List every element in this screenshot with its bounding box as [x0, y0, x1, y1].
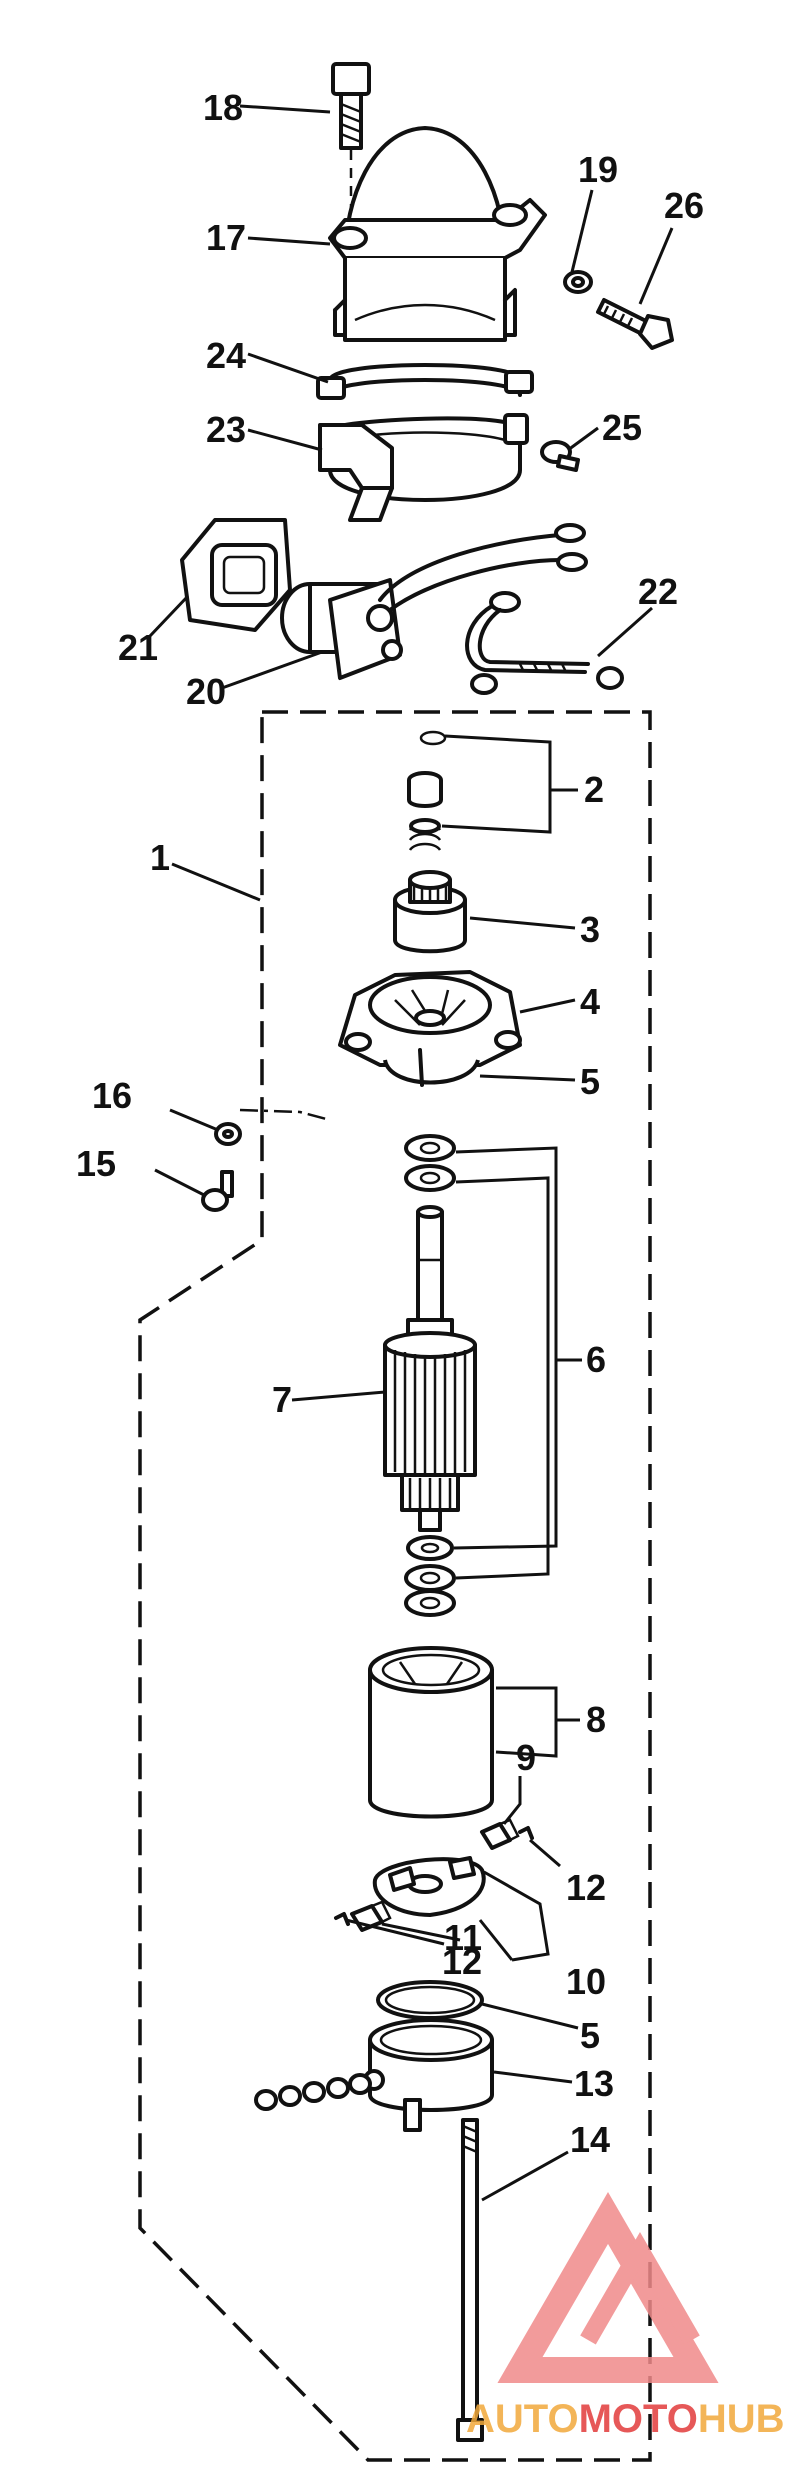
callout-6: 6	[586, 1339, 606, 1380]
callout-18: 18	[203, 87, 243, 128]
part-26-screw	[596, 298, 674, 350]
callout-3: 3	[580, 909, 600, 950]
watermark-text: AUTOMOTOHUB	[466, 2397, 785, 2441]
automotohub-logo-mark	[497, 2192, 719, 2383]
callout-10: 10	[566, 1961, 606, 2002]
part-5-gasket-lower	[376, 1980, 484, 2020]
callout-24: 24	[206, 335, 246, 376]
part-7-armature	[383, 1205, 477, 1532]
callout-15: 15	[76, 1143, 116, 1184]
callout-labels: 18 17 19 26 24 23 25 22 21 20 1 2 3 4 5 …	[76, 87, 704, 2160]
callout-20: 20	[186, 671, 226, 712]
part-6-washers-upper	[404, 1134, 456, 1192]
part-17-cover	[328, 126, 547, 342]
part-4-drive-housing	[338, 970, 522, 1067]
part-12-clip-upper	[518, 1826, 534, 1840]
part-21-boot	[180, 518, 292, 632]
watermark-hub: HUB	[698, 2397, 785, 2441]
callout-23: 23	[206, 409, 246, 450]
assembly-boundary	[138, 710, 652, 2462]
callout-13: 13	[574, 2063, 614, 2104]
callout-2: 2	[584, 769, 604, 810]
part-10-brush-plate	[372, 1856, 486, 1917]
part-6-washers-lower	[404, 1535, 456, 1617]
watermark-auto: AUTO	[466, 2397, 579, 2441]
callout-14: 14	[570, 2119, 610, 2160]
callout-21: 21	[118, 627, 158, 668]
callout-26: 26	[664, 185, 704, 226]
callout-17: 17	[206, 217, 246, 258]
part-9-brush	[480, 1818, 520, 1850]
part-23-bracket	[318, 413, 529, 522]
callout-4: 4	[580, 981, 600, 1022]
callout-9: 9	[516, 1737, 536, 1778]
callout-8: 8	[586, 1699, 606, 1740]
callout-12-lower: 12	[442, 1941, 482, 1982]
part-5-gasket-upper	[383, 1048, 480, 1087]
callout-1: 1	[150, 837, 170, 878]
part-18-bolt	[331, 62, 371, 230]
assembly-line-16	[239, 1108, 331, 1122]
part-24-strap	[316, 363, 534, 400]
callout-22: 22	[638, 571, 678, 612]
callout-5-lower: 5	[580, 2015, 600, 2056]
part-25-screw	[540, 440, 580, 472]
part-13-end-cap	[254, 2018, 494, 2132]
part-2-retainer-set	[407, 730, 447, 851]
callout-11: 11	[444, 1917, 482, 1958]
callout-19: 19	[578, 149, 618, 190]
part-20-solenoid	[280, 523, 588, 680]
leader-lines	[148, 104, 674, 2202]
part-22-cable	[465, 591, 624, 695]
part-12-clip-lower	[334, 1912, 350, 1926]
part-19-washer	[563, 270, 593, 294]
part-14-through-bolt	[456, 2118, 484, 2442]
callout-25: 25	[602, 407, 642, 448]
callout-16: 16	[92, 1075, 132, 1116]
callout-7: 7	[272, 1379, 292, 1420]
automotohub-watermark: AUTOMOTOHUB	[466, 2192, 785, 2441]
part-8-frame	[368, 1646, 494, 1819]
part-15-screw	[201, 1170, 234, 1212]
part-3-pinion-drive	[393, 870, 467, 954]
callout-5-upper: 5	[580, 1061, 600, 1102]
part-16-washer	[214, 1122, 242, 1146]
callout-12-upper: 12	[566, 1867, 606, 1908]
watermark-moto: MOTO	[579, 2397, 698, 2441]
